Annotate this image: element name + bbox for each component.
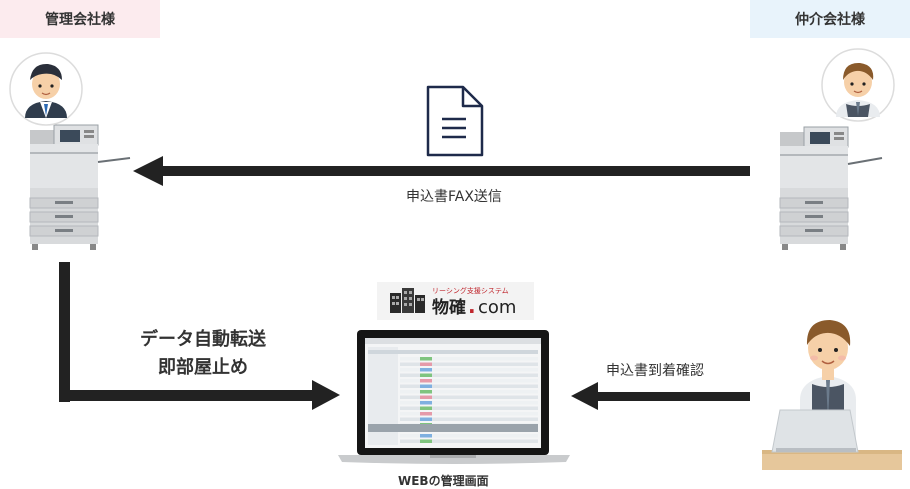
copier-icon bbox=[29, 124, 131, 250]
auto-transfer-label: データ自動転送 即部屋止め bbox=[118, 326, 288, 382]
auto-transfer-line1: データ自動転送 bbox=[140, 329, 266, 350]
fax-label: 申込書FAX送信 bbox=[406, 189, 502, 205]
person-icon bbox=[9, 52, 83, 126]
header-tab-broker: 仲介会社様 bbox=[750, 0, 910, 38]
building-icon bbox=[390, 288, 425, 313]
fax-arrow bbox=[133, 156, 750, 186]
header-tab-management-label: 管理会社様 bbox=[45, 12, 115, 28]
logo-suffix: com bbox=[478, 297, 516, 318]
brand-logo: リーシング支援システム 物確 . com bbox=[377, 282, 534, 320]
header-tab-broker-label: 仲介会社様 bbox=[795, 12, 865, 28]
logo-dot: . bbox=[468, 294, 476, 318]
laptop-icon bbox=[338, 330, 570, 464]
desk bbox=[762, 409, 902, 470]
header-tab-management: 管理会社様 bbox=[0, 0, 160, 38]
copier-icon bbox=[779, 126, 883, 250]
document-icon bbox=[426, 85, 484, 157]
confirm-label: 申込書到着確認 bbox=[606, 363, 704, 379]
confirm-arrow bbox=[571, 382, 750, 410]
auto-transfer-line2: 即部屋止め bbox=[158, 357, 248, 378]
auto-transfer-arrow bbox=[59, 262, 340, 410]
logo-tagline: リーシング支援システム bbox=[432, 286, 509, 295]
web-label: WEBの管理画面 bbox=[398, 474, 489, 488]
person-icon bbox=[821, 48, 895, 122]
logo-name: 物確 bbox=[432, 297, 466, 318]
